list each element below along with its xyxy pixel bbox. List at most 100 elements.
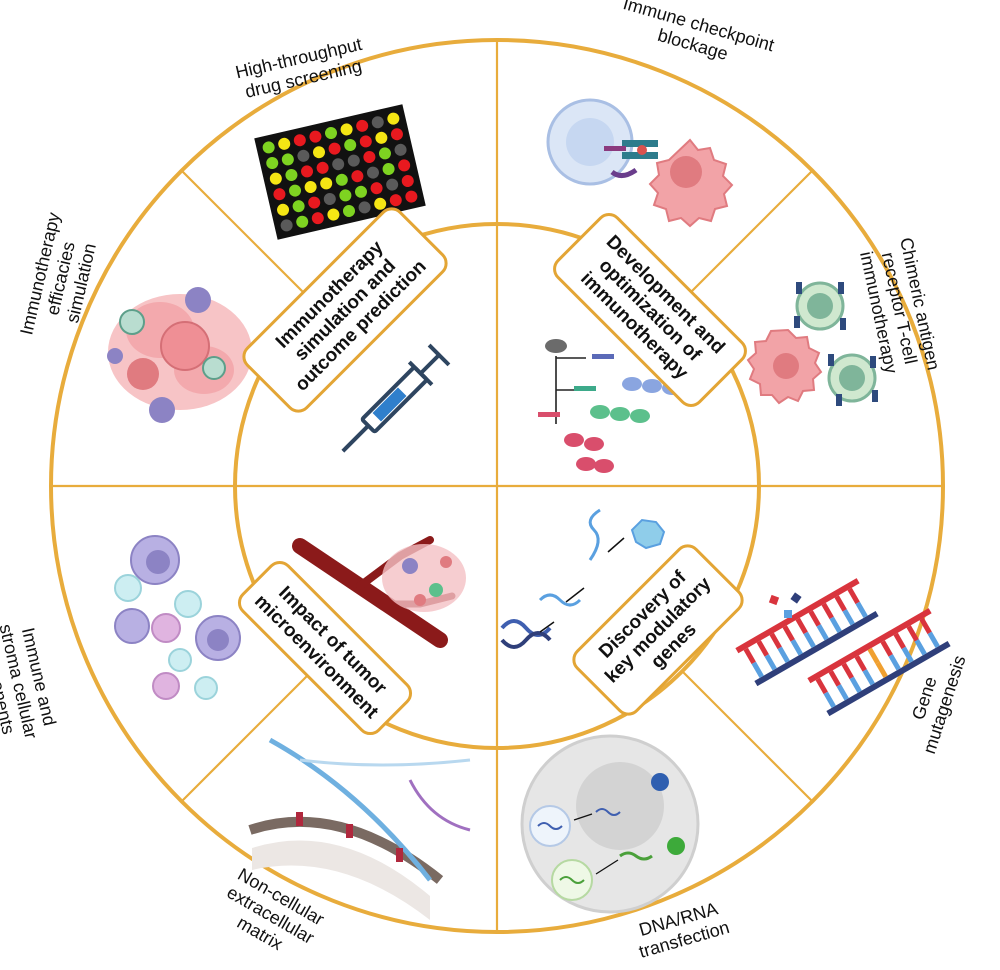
- well: [389, 194, 402, 207]
- well: [328, 142, 341, 155]
- dna-rung-bottom: [829, 616, 842, 633]
- extracellular-matrix-icon: [248, 737, 471, 920]
- dna-rung-top: [815, 677, 828, 695]
- dna-rung-top: [854, 655, 867, 672]
- well: [316, 161, 329, 174]
- dna-rung-top: [893, 632, 906, 650]
- well: [387, 112, 400, 125]
- theme-development-optimization-box: [553, 213, 747, 407]
- well: [358, 201, 371, 214]
- well: [370, 182, 383, 195]
- dna-rung-top: [847, 587, 860, 605]
- well: [309, 130, 322, 143]
- dna-rung-top: [880, 640, 893, 657]
- dna-rung-top: [834, 595, 847, 612]
- dna-rung-bottom: [777, 646, 790, 663]
- dna-rung-top: [841, 662, 854, 680]
- label-efficacies-simulation: Immunotherapy efficacies simulation: [16, 210, 100, 336]
- dna-rung-bottom: [816, 624, 829, 641]
- immune-cells-icon: [114, 535, 241, 700]
- dna-rung-bottom: [855, 601, 868, 618]
- dna-rung-top: [867, 647, 880, 665]
- well: [371, 116, 384, 129]
- dna-rung-bottom: [927, 631, 940, 648]
- dna-rung-bottom: [790, 639, 803, 656]
- dna-rung-top: [919, 617, 932, 635]
- well: [363, 151, 376, 164]
- divider-upper-left: [180, 169, 313, 302]
- well: [405, 190, 418, 203]
- dna-rung-top: [743, 647, 756, 665]
- well: [356, 119, 369, 132]
- well: [273, 188, 286, 201]
- well: [323, 192, 336, 205]
- well: [359, 135, 372, 148]
- dna-rung-top: [782, 625, 795, 642]
- dna-rung-top: [808, 610, 821, 627]
- well: [378, 147, 391, 160]
- well: [340, 123, 353, 136]
- dna-rung-bottom: [836, 684, 849, 701]
- well: [339, 189, 352, 202]
- well: [325, 127, 338, 140]
- dna-rna-protein-icon: [500, 508, 666, 649]
- mice-icon: [538, 339, 682, 473]
- dna-rung-bottom: [764, 654, 777, 671]
- car-t-cells-icon: [746, 281, 878, 406]
- well: [386, 178, 399, 191]
- well: [308, 196, 321, 209]
- divider-lower-right: [681, 670, 814, 803]
- well: [262, 141, 275, 154]
- well: [320, 177, 333, 190]
- dna-rung-bottom: [751, 661, 764, 678]
- label-car-t: Chimeric antigen receptor T-cell immunot…: [856, 236, 944, 376]
- dna-rung-top: [795, 617, 808, 635]
- well: [266, 157, 279, 170]
- dna-mutation-icon: [735, 578, 951, 717]
- dna-rung-bottom: [862, 669, 875, 686]
- well: [278, 137, 291, 150]
- well: [301, 165, 314, 178]
- well: [285, 169, 298, 182]
- well: [304, 180, 317, 193]
- well: [335, 173, 348, 186]
- well: [289, 184, 302, 197]
- divider-lower-left: [180, 670, 313, 803]
- well: [342, 204, 355, 217]
- well: [277, 203, 290, 216]
- checkpoint-cells-icon: [546, 98, 734, 228]
- theme-tumor-microenvironment-box: [237, 560, 413, 736]
- dna-rung-bottom: [914, 639, 927, 656]
- syringe-icon: [341, 343, 451, 453]
- dna-rung-bottom: [888, 654, 901, 671]
- well: [296, 215, 309, 228]
- well: [351, 170, 364, 183]
- divider-upper-right: [681, 169, 814, 302]
- well: [293, 134, 306, 147]
- well: [354, 185, 367, 198]
- well: [281, 153, 294, 166]
- dna-rung-bottom: [823, 691, 836, 708]
- theme-key-modulatory-genes-box: [572, 544, 744, 716]
- dna-rung-bottom: [901, 646, 914, 663]
- dna-rung-top: [821, 602, 834, 620]
- label-ecm: Non-cellular extracellular matrix: [223, 864, 327, 954]
- well: [390, 128, 403, 141]
- well: [374, 197, 387, 210]
- well: [394, 143, 407, 156]
- well: [292, 200, 305, 213]
- well: [297, 149, 310, 162]
- tumor-cluster-icon: [107, 287, 252, 423]
- well: [366, 166, 379, 179]
- well: [327, 208, 340, 221]
- well: [401, 174, 414, 187]
- label-immune-stroma: Immune and stroma cellular components: [0, 622, 60, 741]
- dna-rung-bottom: [875, 661, 888, 678]
- well: [347, 154, 360, 167]
- transfection-cell-icon: [520, 734, 700, 914]
- well: [344, 139, 357, 152]
- dna-rung-top: [828, 670, 841, 687]
- well: [375, 131, 388, 144]
- well: [269, 172, 282, 185]
